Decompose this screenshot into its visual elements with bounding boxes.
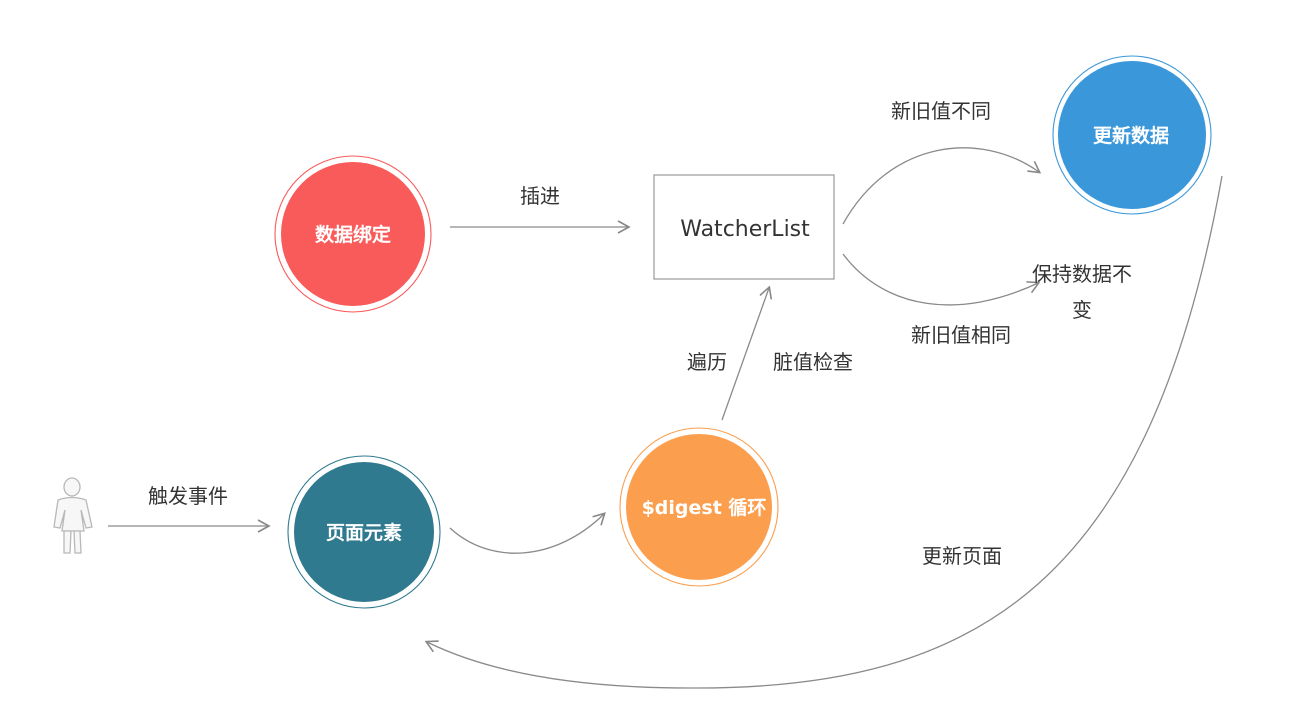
- node-digest-loop-label: $digest 循环: [642, 496, 767, 519]
- node-keep-data-line2: 变: [1072, 298, 1092, 322]
- edge-values-differ: [842, 147, 1042, 225]
- node-update-data-label: 更新数据: [1093, 124, 1169, 147]
- node-watcher-list: WatcherList: [653, 174, 835, 280]
- edge-traverse: [721, 285, 773, 421]
- node-data-binding-label: 数据绑定: [315, 223, 391, 246]
- edges: [108, 147, 1223, 689]
- node-watcher-list-label: WatcherList: [680, 217, 810, 242]
- label-traverse: 遍历: [687, 350, 727, 374]
- node-keep-data-line1: 保持数据不: [1032, 262, 1132, 286]
- label-dirty-check: 脏值检查: [773, 350, 853, 374]
- edge-page-to-digest: [449, 512, 606, 554]
- label-values-same: 新旧值相同: [911, 323, 1011, 347]
- node-data-binding: 数据绑定: [274, 155, 432, 313]
- edge-values-same: [842, 253, 1041, 306]
- node-page-element-label: 页面元素: [326, 521, 402, 544]
- node-update-data: 更新数据: [1052, 55, 1212, 215]
- label-update-page: 更新页面: [922, 544, 1002, 568]
- edge-update-page: [424, 175, 1223, 689]
- node-keep-data: 保持数据不 变: [1032, 262, 1132, 322]
- node-page-element: 页面元素: [287, 455, 441, 609]
- label-insert: 插进: [520, 184, 560, 208]
- person-icon: [53, 477, 93, 554]
- node-digest-loop: $digest 循环: [619, 427, 779, 587]
- label-values-differ: 新旧值不同: [891, 99, 991, 123]
- label-trigger-event: 触发事件: [148, 484, 228, 508]
